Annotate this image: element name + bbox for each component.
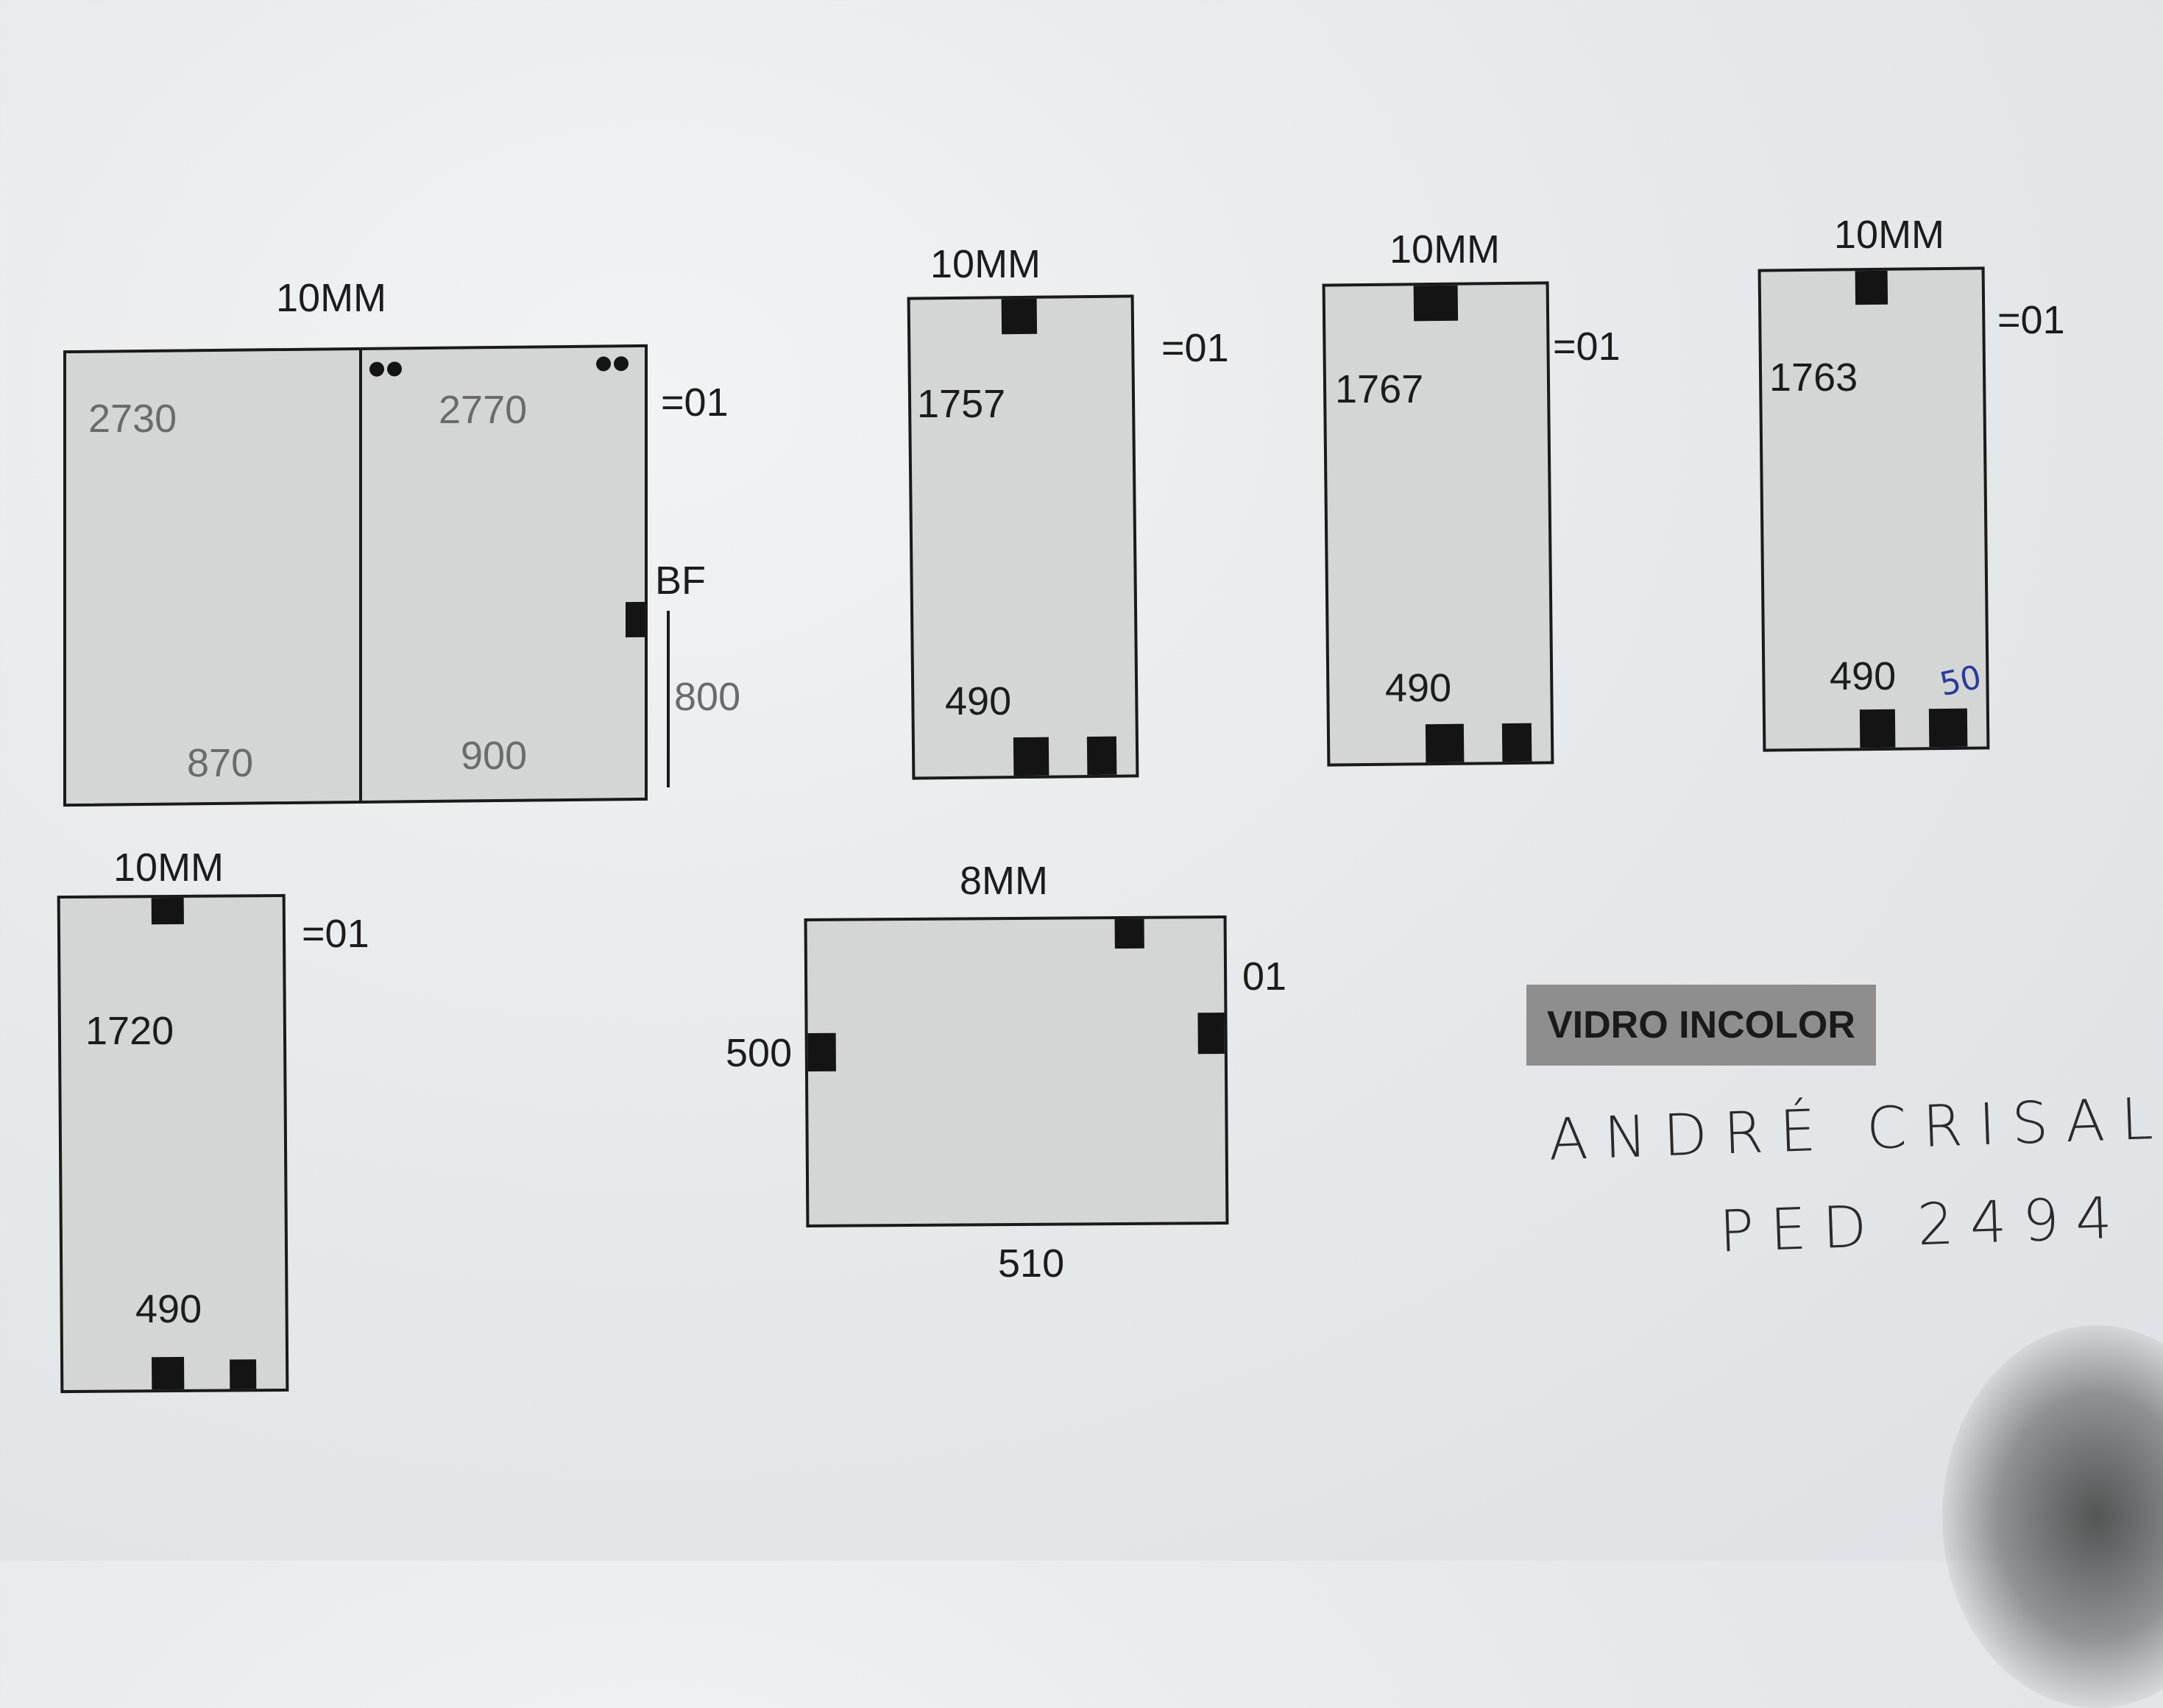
bottom-fitting [1928, 708, 1968, 748]
lock-fitting [626, 601, 645, 638]
order-number-handwritten: PED 2494 [1718, 1185, 2130, 1266]
side-fitting [1197, 1013, 1225, 1055]
bottom-fitting [152, 1356, 185, 1390]
panel6-drawing [804, 915, 1229, 1227]
panel5-quantity: =01 [302, 912, 369, 956]
panel4-thickness: 10MM [1834, 213, 1945, 257]
panel6-quantity: 01 [1242, 954, 1287, 999]
panel5-thickness: 10MM [113, 846, 224, 890]
bottom-fitting [1501, 723, 1532, 762]
panel1-quantity: =01 [661, 380, 729, 425]
client-name-handwritten: ANDRÉ CRISAL [1547, 1085, 2163, 1174]
panel5-height: 1720 [85, 1009, 174, 1053]
panel2-quantity: =01 [1161, 326, 1229, 370]
panel3-quantity: =01 [1553, 325, 1621, 369]
panel1-thickness: 10MM [276, 276, 387, 320]
panel1-bf-height: 800 [674, 675, 741, 719]
hinge-dot [369, 361, 384, 377]
side-fitting [807, 1032, 836, 1071]
top-fitting [1001, 298, 1038, 335]
panel1-width-right: 900 [461, 734, 528, 778]
panel1-divider [359, 350, 362, 801]
panel1-height-right: 2770 [439, 388, 528, 432]
bottom-fitting [1013, 737, 1049, 776]
bottom-fitting [1086, 736, 1117, 776]
panel3-thickness: 10MM [1390, 227, 1501, 272]
top-fitting [1413, 285, 1459, 322]
panel3-height: 1767 [1335, 367, 1424, 411]
panel6-width: 510 [998, 1241, 1065, 1286]
panel1-bf-label: BF [655, 559, 707, 603]
panel4-width: 490 [1830, 654, 1897, 698]
hinge-dot [387, 361, 402, 377]
panel1-height-left: 2730 [88, 397, 177, 441]
bottom-fitting [1859, 709, 1896, 748]
hinge-dot [596, 356, 611, 372]
top-fitting [1114, 918, 1144, 949]
bottom-fitting [1425, 723, 1465, 763]
panel2-thickness: 10MM [930, 242, 1041, 286]
panel6-thickness: 8MM [960, 859, 1048, 903]
panel2-height: 1757 [917, 382, 1006, 426]
panel2-drawing [907, 294, 1139, 780]
document-sheet: 10MM 2730 2770 870 900 =01 BF 800 10MM 1… [57, 213, 2163, 1708]
panel1-width-left: 870 [187, 741, 254, 785]
panel5-width: 490 [135, 1287, 202, 1331]
panel6-height: 500 [726, 1031, 793, 1075]
glass-type-badge: VIDRO INCOLOR [1526, 985, 1876, 1066]
panel4-height: 1763 [1769, 355, 1858, 400]
bf-dimension-line [667, 611, 670, 787]
finger-shadow [1942, 1325, 2163, 1708]
top-fitting [1855, 270, 1888, 305]
hinge-dot [614, 356, 629, 372]
panel3-width: 490 [1385, 666, 1452, 710]
bottom-fitting [230, 1359, 257, 1389]
panel2-width: 490 [945, 679, 1012, 723]
panel4-quantity: =01 [1997, 298, 2065, 342]
top-fitting [151, 897, 184, 925]
